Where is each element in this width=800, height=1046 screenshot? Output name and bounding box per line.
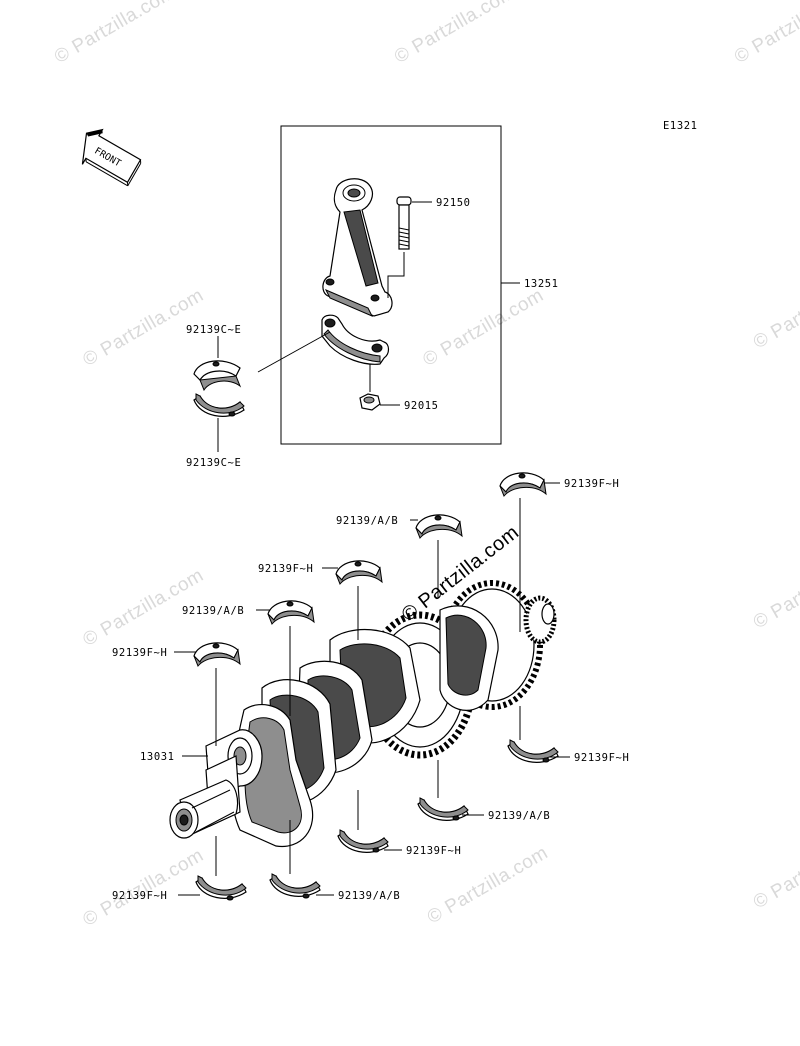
main-bearing-fh-1 (335, 560, 383, 585)
callout-92139fh-right: 92139F~H (574, 752, 629, 764)
watermark: © Partzilla.com (750, 827, 800, 913)
conrod-bolt (396, 196, 412, 250)
conrod-nut (359, 393, 381, 411)
callout-13031: 13031 (140, 751, 175, 763)
bolt-leader-line (387, 252, 405, 298)
callout-92139fh-top-right: 92139F~H (564, 478, 619, 490)
callout-92139ab-1: 92139/A/B (336, 515, 398, 527)
conrod-assembly-box (280, 125, 502, 445)
watermark: © Partzilla.com (80, 845, 208, 931)
main-bearing-ab-2 (267, 600, 315, 625)
watermark: © Partzilla.com (51, 0, 179, 68)
callout-92139fh-bottom-left: 92139F~H (112, 890, 167, 902)
bearing-leader-line (257, 331, 331, 373)
main-bearing-ab-right (417, 797, 469, 821)
crankshaft (169, 580, 557, 848)
callout-92139fh-1: 92139F~H (258, 563, 313, 575)
front-arrow-icon: FRONT (81, 128, 142, 187)
watermark: © Partzilla.com (420, 285, 548, 371)
conrod-bearing-upper (193, 360, 242, 392)
watermark: © Partzilla.com (750, 267, 800, 353)
watermark: © Partzilla.com (731, 0, 800, 68)
main-bearing-fh-bottom-left (195, 875, 247, 901)
watermark: © Partzilla.com (750, 547, 800, 633)
connecting-rod-cap (321, 314, 390, 365)
callout-92139ab-2: 92139/A/B (182, 605, 244, 617)
callout-13251: 13251 (524, 278, 559, 290)
watermark-layer: © Partzilla.com © Partzilla.com © Partzi… (51, 0, 800, 931)
conrod-bearing-lower (193, 393, 245, 417)
main-bearing-ab-bottom (269, 873, 321, 899)
main-bearing-top-right (499, 472, 547, 497)
callout-92150: 92150 (436, 197, 471, 209)
main-bearing-fh-lower (337, 829, 389, 853)
callout-92139fh-left: 92139F~H (112, 647, 167, 659)
callout-92139fh-lower: 92139F~H (406, 845, 461, 857)
callout-92139ce-top: 92139C~E (186, 324, 241, 336)
callout-92139ab-right: 92139/A/B (488, 810, 550, 822)
callout-92015: 92015 (404, 400, 439, 412)
watermark: © Partzilla.com (391, 0, 519, 68)
main-bearing-fh-left (193, 642, 241, 667)
callout-92139ce-bottom: 92139C~E (186, 457, 241, 469)
callout-92139ab-bottom: 92139/A/B (338, 890, 400, 902)
connecting-rod (322, 178, 393, 317)
main-bearing-ab-1 (415, 514, 463, 539)
diagram-code: E1321 (663, 120, 698, 132)
main-bearing-fh-right (507, 739, 559, 763)
